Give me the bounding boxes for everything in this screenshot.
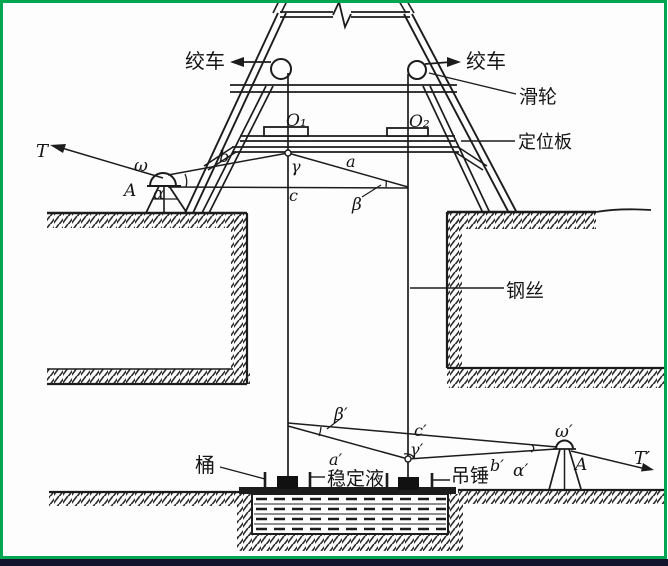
break-symbol	[332, 0, 352, 30]
symbol-O2: O₂	[409, 112, 430, 132]
gamma-prime-angle-arc	[403, 453, 416, 460]
underground-triangle	[287, 418, 654, 472]
left-pulley-icon	[270, 58, 292, 80]
positioning-plate-left	[263, 126, 309, 137]
plumb-wires	[287, 73, 409, 478]
theodolite-surface	[145, 172, 188, 214]
ground-hatching	[47, 208, 664, 506]
underground-symbols: β′ a′ c′ γ′ b′ α′ ω′ A T′	[329, 405, 650, 481]
surface-symbols: T ω A α b γ a c β O₁ O₂	[36, 111, 430, 215]
left-plumb-bob	[277, 476, 298, 489]
label-pulley: 滑轮	[519, 86, 557, 108]
leader-lines	[219, 72, 517, 481]
theodolite-underground	[548, 439, 582, 491]
bottom-bar	[0, 559, 668, 566]
symbol-a-prime: a′	[329, 450, 343, 469]
label-positioning-plate: 定位板	[518, 132, 572, 153]
symbol-c: c	[289, 186, 298, 205]
symbol-omega-prime: ω′	[555, 422, 573, 442]
symbol-a: a	[346, 152, 356, 171]
annotation-labels: 绞车 绞车 滑轮 定位板 钢丝 桶 稳定液 吊锤	[185, 49, 572, 490]
symbol-alpha: α	[153, 184, 165, 204]
target-prime-arrow-icon	[641, 463, 654, 472]
right-pulley-icon	[407, 60, 427, 80]
symbol-gamma-prime: γ′	[410, 440, 424, 459]
left-bucket	[263, 472, 312, 492]
buckets	[263, 472, 434, 492]
symbol-T: T	[36, 141, 50, 162]
label-winch-left: 绞车	[185, 49, 225, 73]
symbol-b: b	[219, 147, 229, 166]
symbol-alpha-prime: α′	[513, 461, 528, 481]
symbol-T-prime: T′	[634, 448, 650, 469]
pulleys	[230, 57, 461, 80]
symbol-A-underground: A	[573, 455, 587, 475]
symbol-omega: ω	[134, 156, 148, 176]
label-steel-wire: 钢丝	[506, 280, 544, 302]
label-plumb-bob: 吊锤	[451, 465, 489, 487]
shaft-bottom-pit	[237, 487, 463, 551]
right-winch-arrow-icon	[447, 57, 461, 67]
symbol-beta: β	[351, 195, 362, 215]
symbol-A-surface: A	[122, 181, 136, 201]
left-winch-arrow-icon	[230, 57, 244, 67]
surface-triangle	[50, 144, 409, 198]
pit-platform	[239, 487, 456, 494]
beta-prime-angle-arc	[318, 426, 322, 437]
label-stabilizing-liquid: 稳定液	[327, 468, 384, 490]
symbol-beta-prime: β′	[333, 405, 348, 425]
symbol-O1: O₁	[286, 111, 307, 131]
headframe	[184, 0, 518, 214]
liquid-layers	[254, 497, 446, 531]
right-plumb-bob	[398, 477, 419, 490]
label-bucket: 桶	[195, 453, 215, 477]
symbol-c-prime: c′	[414, 421, 427, 440]
target-arrow-icon	[50, 144, 66, 153]
symbol-gamma: γ	[291, 157, 301, 176]
alpha-prime-angle-arc	[530, 444, 535, 453]
alpha-angle-arc	[184, 173, 188, 188]
label-winch-right: 绞车	[466, 49, 506, 73]
symbol-b-prime: b′	[490, 456, 504, 475]
